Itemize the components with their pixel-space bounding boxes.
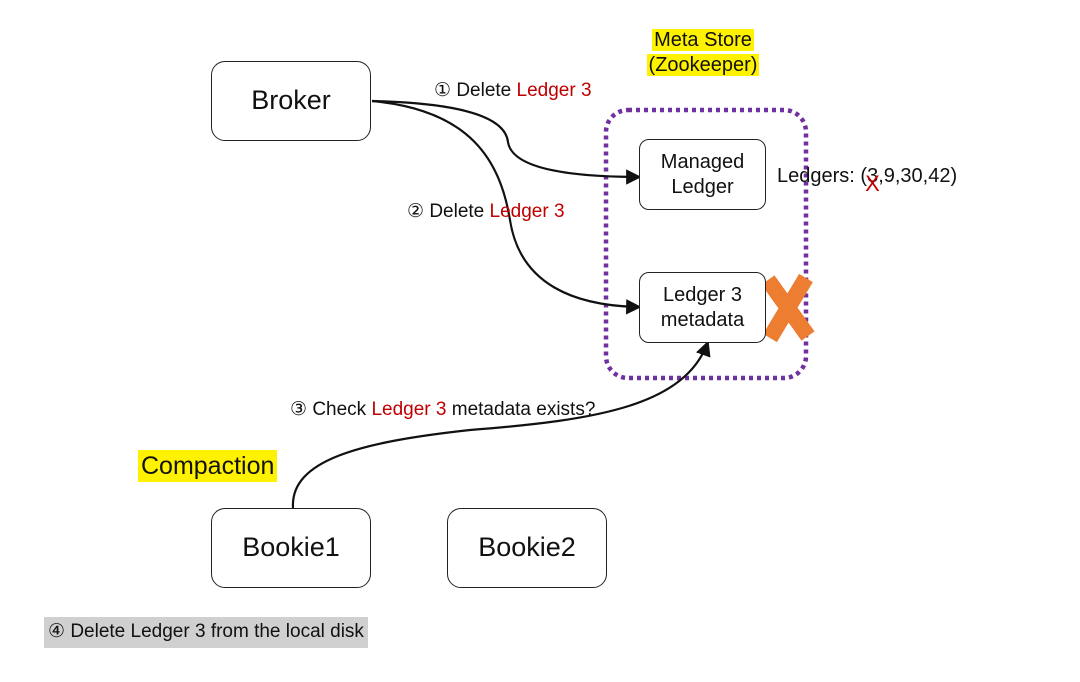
managed-ledger-line1: Managed	[660, 150, 745, 173]
ledger3-metadata-line1: Ledger 3	[663, 283, 742, 306]
step3-ledger-highlight: Ledger 3	[371, 399, 447, 420]
ledger3-metadata-line2: metadata	[660, 308, 745, 331]
step2-ledger-highlight: Ledger 3	[489, 201, 565, 222]
broker-label: Broker	[251, 85, 331, 116]
step4-label: ④ Delete Ledger 3 from the local disk	[44, 617, 368, 648]
bookie1-label: Bookie1	[242, 532, 340, 563]
arrow-broker-to-ledger3-metadata	[371, 99, 642, 315]
step2-label: ② Delete Ledger 3	[407, 201, 565, 222]
bookie2-label: Bookie2	[478, 532, 576, 563]
step4-marker: ④	[48, 621, 66, 642]
meta-store-line2: (Zookeeper)	[646, 54, 760, 76]
orange-x-icon	[761, 273, 815, 343]
ledger3-metadata-node: Ledger 3 metadata	[639, 272, 766, 343]
managed-ledger-node: Managed Ledger	[639, 139, 766, 210]
compaction-label: Compaction	[138, 450, 278, 482]
bookie1-node: Bookie1	[211, 508, 371, 588]
arrow-broker-to-managed-ledger	[371, 99, 642, 185]
managed-ledger-line2: Ledger	[671, 175, 734, 198]
broker-node: Broker	[211, 61, 371, 141]
step1-label: ① Delete Ledger 3	[434, 80, 592, 101]
arrow-compaction-to-ledger3-metadata	[291, 340, 711, 509]
step3-marker: ③	[290, 399, 308, 420]
strike-x-icon: X	[865, 171, 880, 196]
step3-label: ③ Check Ledger 3 metadata exists?	[290, 399, 596, 420]
meta-store-line1: Meta Store	[652, 29, 754, 51]
step1-marker: ①	[434, 80, 452, 101]
meta-store-title: Meta Store (Zookeeper)	[640, 28, 766, 78]
step1-ledger-highlight: Ledger 3	[516, 80, 592, 101]
bookie2-node: Bookie2	[447, 508, 607, 588]
step2-marker: ②	[407, 201, 425, 222]
